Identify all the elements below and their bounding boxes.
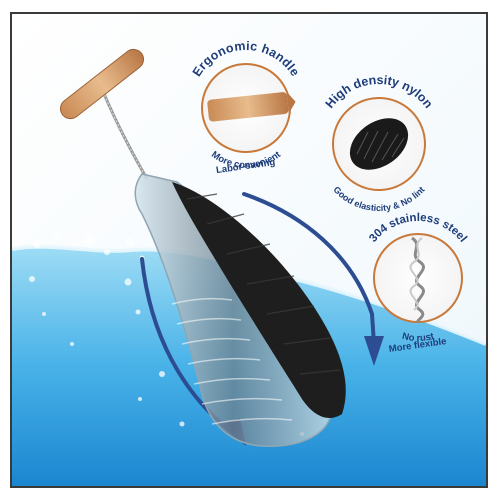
- feature-high-density-nylon: High density nylon Good elasticity & No …: [323, 73, 436, 213]
- twisted-steel-wire-icon: [409, 236, 425, 324]
- bottle-brush: [59, 48, 346, 447]
- feature-icon: [207, 91, 296, 122]
- nylon-bristles: [172, 182, 346, 419]
- arrow-right-head-icon: [364, 336, 384, 366]
- nylon-bristles-icon: [349, 118, 409, 170]
- product-scene: Ergonomic handle More convenient Labor-s…: [12, 14, 486, 486]
- arrow-right-swirl: [242, 192, 376, 346]
- svg-text:No rust: No rust: [401, 331, 436, 344]
- wooden-handle-icon: [59, 48, 145, 120]
- feature-caption: No rust: [401, 331, 436, 344]
- water-bubbles: [29, 233, 304, 436]
- product-image-frame: Ergonomic handle More convenient Labor-s…: [10, 12, 488, 488]
